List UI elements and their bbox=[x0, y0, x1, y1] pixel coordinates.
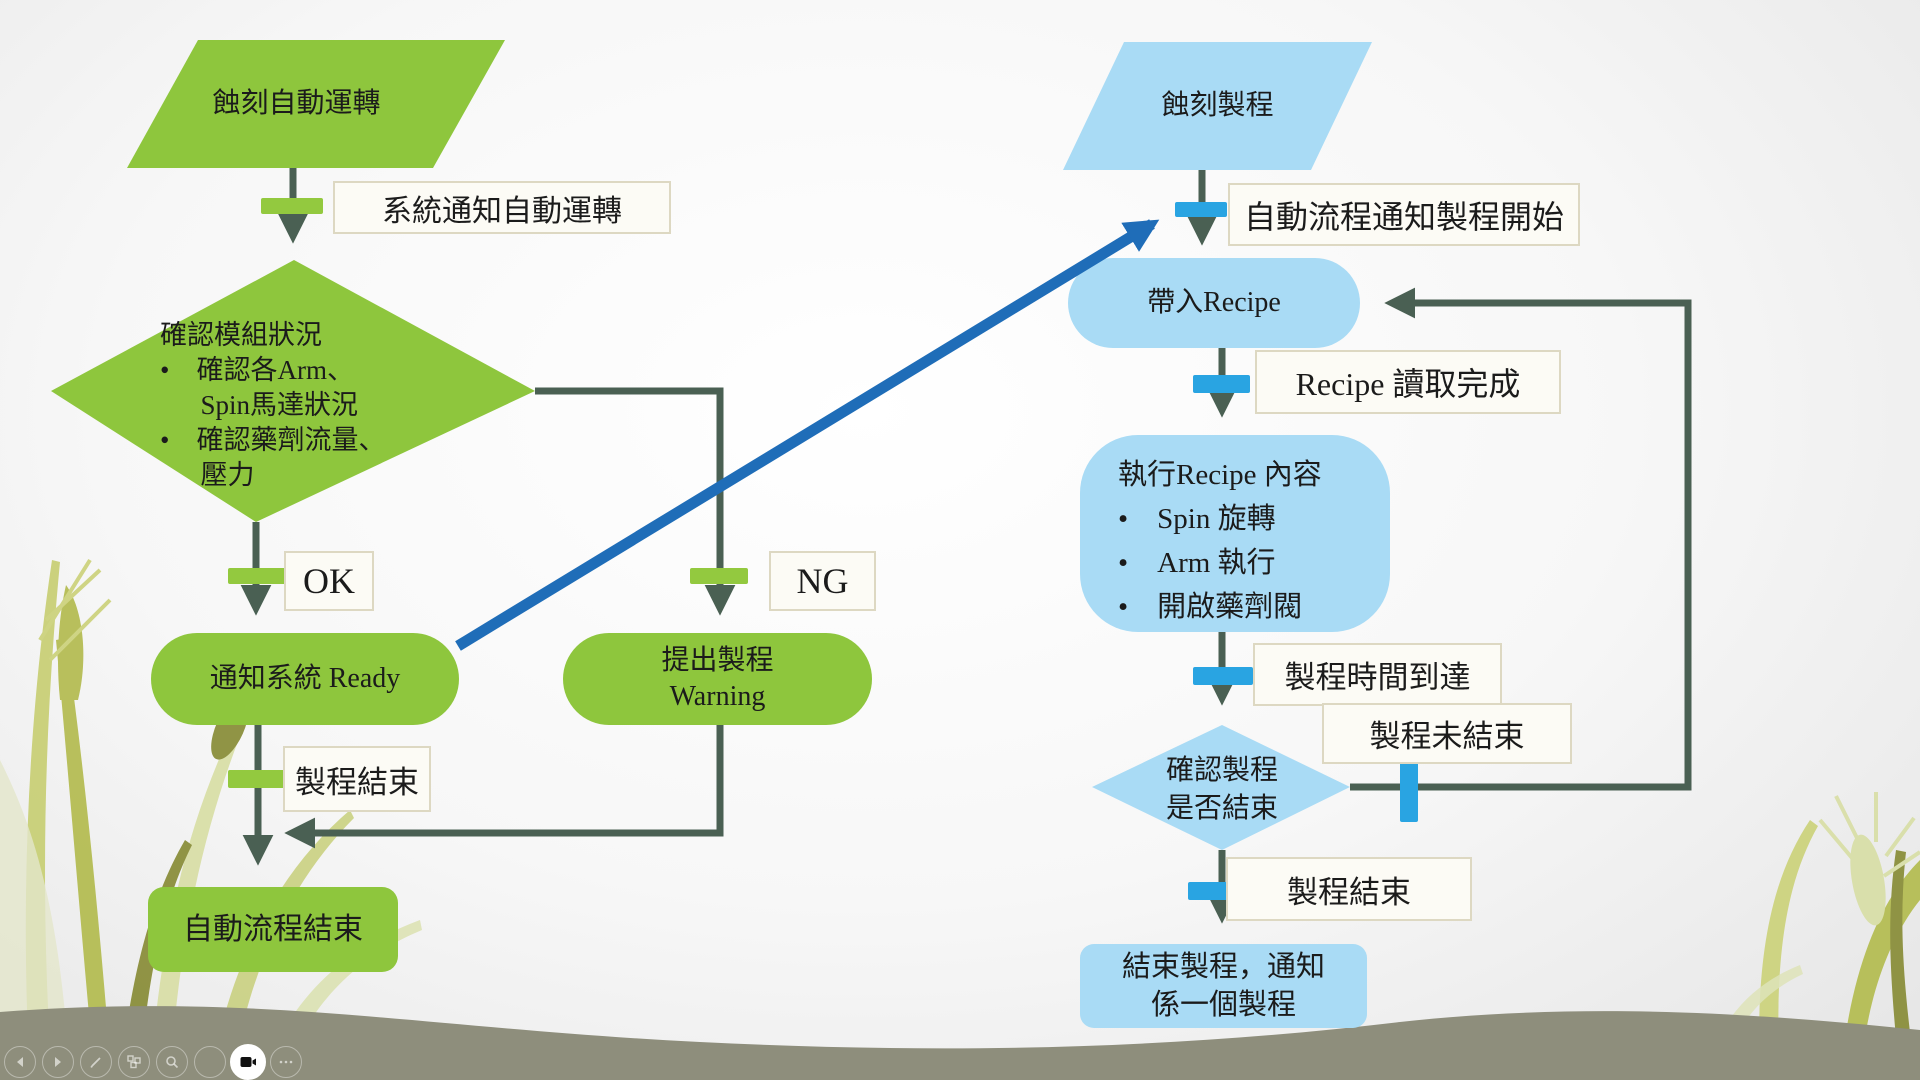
bar-time-reached bbox=[1193, 667, 1253, 685]
subtitles-button[interactable] bbox=[194, 1046, 226, 1078]
camera-button[interactable] bbox=[230, 1044, 266, 1080]
flow-start-etch-process-label: 蝕刻製程 bbox=[1161, 89, 1274, 121]
bar-notify bbox=[261, 198, 323, 214]
cross-flow-arrow bbox=[455, 219, 1160, 651]
previous-icon bbox=[17, 1057, 23, 1067]
more-options-button[interactable] bbox=[270, 1046, 302, 1078]
flow-auto-process-end[interactable]: 自動流程結束 bbox=[148, 887, 398, 972]
flow-raise-process-warning[interactable]: 提出製程 Warning bbox=[563, 633, 872, 725]
label-auto-start-process: 自動流程通知製程開始 bbox=[1228, 183, 1580, 246]
label-ok: OK bbox=[284, 551, 374, 611]
see-all-slides-icon bbox=[127, 1055, 141, 1069]
flow-load-recipe[interactable]: 帶入Recipe bbox=[1068, 258, 1360, 348]
label-recipe-done: Recipe 讀取完成 bbox=[1255, 350, 1561, 414]
ellipsis-icon bbox=[279, 1060, 293, 1064]
camera-icon bbox=[240, 1057, 256, 1067]
label-time-reached: 製程時間到達 bbox=[1253, 643, 1502, 706]
flow-notify-system-ready[interactable]: 通知系統 Ready bbox=[151, 633, 459, 725]
flow-decision-process-end-label: 確認製程 是否結束 bbox=[1165, 755, 1278, 824]
see-all-slides-button[interactable] bbox=[118, 1046, 150, 1078]
flow-end-process-notify-label: 結束製程，通知 係一個製程 bbox=[1121, 951, 1325, 1021]
connector-warning-merge bbox=[284, 725, 724, 849]
flow-start-etch-process[interactable]: 蝕刻製程 bbox=[1063, 42, 1372, 170]
flow-decision-process-end[interactable]: 確認製程 是否結束 bbox=[1122, 750, 1322, 830]
magnifier-icon bbox=[166, 1056, 179, 1069]
connector-bars bbox=[228, 198, 1418, 900]
bar-not-ended-vertical bbox=[1400, 760, 1418, 822]
bar-ok bbox=[228, 568, 286, 584]
bar-auto-start bbox=[1175, 202, 1227, 217]
connector-loop-not-ended bbox=[1350, 287, 1692, 791]
flow-auto-process-end-label: 自動流程結束 bbox=[183, 913, 363, 946]
next-icon bbox=[55, 1057, 61, 1067]
decision-module-text: 確認模組狀況 • 確認各Arm、 Spin馬達狀況 • 確認藥劑流量、 壓力 bbox=[160, 320, 386, 490]
zoom-button[interactable] bbox=[156, 1046, 188, 1078]
flow-raise-process-warning-label: 提出製程 Warning bbox=[661, 645, 774, 712]
flow-notify-system-ready-label: 通知系統 Ready bbox=[209, 662, 401, 694]
bar-ng bbox=[690, 568, 748, 584]
previous-slide-button[interactable] bbox=[4, 1046, 36, 1078]
bar-recipe-done bbox=[1193, 375, 1250, 393]
flow-decision-process-end-shape bbox=[1092, 725, 1350, 850]
label-system-notify-auto: 系統通知自動運轉 bbox=[333, 181, 671, 234]
hill-silhouette bbox=[0, 1006, 1920, 1080]
next-slide-button[interactable] bbox=[42, 1046, 74, 1078]
label-process-end-left: 製程結束 bbox=[283, 746, 431, 812]
pen-button[interactable] bbox=[80, 1046, 112, 1078]
flow-end-process-notify[interactable]: 結束製程，通知 係一個製程 bbox=[1080, 944, 1367, 1028]
pen-icon bbox=[90, 1057, 101, 1068]
label-not-ended: 製程未結束 bbox=[1322, 703, 1572, 764]
bar-process-end-left bbox=[228, 770, 286, 788]
label-ng: NG bbox=[769, 551, 876, 611]
presenter-toolbar bbox=[0, 1044, 320, 1080]
flow-load-recipe-label: 帶入Recipe bbox=[1147, 286, 1281, 318]
flow-execute-recipe-label: 執行Recipe 內容 • Spin 旋轉 • Arm 執行 • 開啟藥劑閥 bbox=[1118, 459, 1322, 623]
flow-decision-module-shape bbox=[51, 260, 535, 522]
flow-decision-module-check[interactable]: 確認模組狀況 • 確認各Arm、 Spin馬達狀況 • 確認藥劑流量、 壓力 bbox=[160, 318, 520, 490]
flow-execute-recipe[interactable]: 執行Recipe 內容 • Spin 旋轉 • Arm 執行 • 開啟藥劑閥 bbox=[1080, 435, 1390, 632]
connector-ng-branch bbox=[535, 387, 736, 616]
label-process-end-right: 製程結束 bbox=[1226, 857, 1472, 921]
flow-start-etch-auto-label: 蝕刻自動運轉 bbox=[212, 87, 381, 119]
flow-start-etch-auto[interactable]: 蝕刻自動運轉 bbox=[127, 40, 505, 168]
